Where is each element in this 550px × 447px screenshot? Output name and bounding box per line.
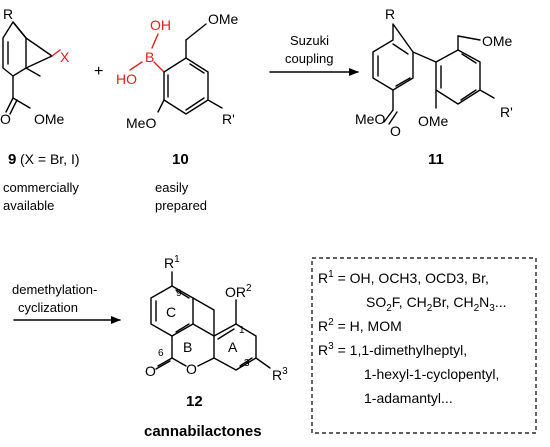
compound-9-halogen-x: X bbox=[60, 49, 70, 65]
compound-10-structure: OH B HO OMe MeO R' bbox=[116, 11, 239, 131]
compound-9-structure: R O OMe X bbox=[0, 6, 70, 127]
compound-10-boron: B bbox=[145, 49, 154, 65]
compound-11-meo: MeO bbox=[355, 111, 385, 127]
position-3-label: 3 bbox=[244, 358, 250, 369]
compound-11-r-substituent: R bbox=[385, 6, 395, 22]
compound-12-number: 12 bbox=[186, 393, 203, 410]
compound-10-note-line1: easily bbox=[155, 180, 189, 195]
arrow2-line1: demethylation- bbox=[12, 282, 97, 297]
compound-11-number: 11 bbox=[428, 151, 444, 168]
compound-12-r3: R3 bbox=[272, 366, 288, 383]
ring-c-label: C bbox=[166, 304, 176, 320]
r1-definition-line2: SO2F, CH2Br, CH2N3... bbox=[366, 294, 507, 314]
compound-12-structure: R1 C 9 O 6 O B A OR2 1 3 R3 bbox=[145, 254, 288, 383]
compound-10-ome-top: OMe bbox=[208, 11, 239, 27]
compound-11-carbonyl-o: O bbox=[390, 123, 401, 139]
arrow1-line2: coupling bbox=[285, 51, 333, 66]
compound-12-carbonyl-o: O bbox=[145, 363, 156, 379]
compound-12-or2: OR2 bbox=[225, 283, 252, 300]
compound-11-ome-bottom: OMe bbox=[418, 113, 449, 129]
arrow2-line2: cyclization bbox=[18, 300, 78, 315]
r2-definition: R2 = H, MOM bbox=[318, 317, 402, 334]
position-1-label: 1 bbox=[239, 325, 245, 336]
compound-10-oh-top: OH bbox=[150, 17, 171, 33]
compound-9-r-substituent: R bbox=[3, 6, 13, 22]
r3-definition-line2: 1-hexyl-1-cyclopentyl, bbox=[364, 366, 499, 382]
position-6-label: 6 bbox=[158, 348, 164, 359]
compound-10-meo-bottom: MeO bbox=[126, 115, 156, 131]
r3-definition-line1: R3 = 1,1-dimethylheptyl, bbox=[318, 341, 467, 358]
compound-9-carbonyl-o: O bbox=[0, 111, 11, 127]
ring-b-label: B bbox=[183, 339, 192, 355]
compound-11-structure: R MeO O OMe OMe R' bbox=[355, 6, 513, 139]
compound-11-r-prime: R' bbox=[500, 104, 513, 120]
compound-10-number: 10 bbox=[172, 151, 189, 168]
compound-12-ring-oxygen: O bbox=[186, 361, 197, 377]
compound-9-condition: (X = Br, I) bbox=[20, 151, 80, 167]
r3-definition-line3: 1-adamantyl... bbox=[364, 390, 453, 406]
compound-9-ome: OMe bbox=[34, 111, 65, 127]
compound-10-r-prime: R' bbox=[222, 111, 235, 127]
compound-9-note-line2: available bbox=[3, 198, 54, 213]
arrow1-line1: Suzuki bbox=[290, 33, 329, 48]
ring-a-label: A bbox=[228, 339, 238, 355]
position-9-label: 9 bbox=[176, 288, 182, 299]
plus-sign: + bbox=[94, 63, 103, 80]
substituent-definition-box bbox=[311, 257, 537, 434]
compound-9-note-line1: commercially bbox=[3, 180, 79, 195]
compound-12-name: cannabilactones bbox=[144, 423, 262, 440]
r1-definition-line1: R1 = OH, OCH3, OCD3, Br, bbox=[318, 269, 489, 286]
compound-11-ome-top: OMe bbox=[482, 33, 513, 49]
compound-10-oh-left: HO bbox=[116, 71, 137, 87]
compound-9-number: 9 bbox=[8, 151, 16, 168]
compound-12-r1: R1 bbox=[164, 254, 180, 271]
compound-10-note-line2: prepared bbox=[155, 198, 207, 213]
